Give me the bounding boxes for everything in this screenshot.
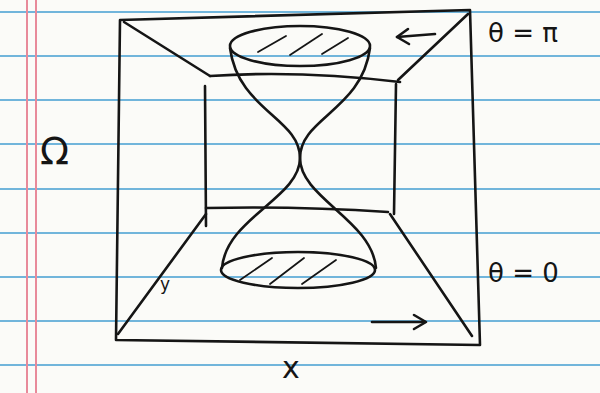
margin-lines — [27, 0, 36, 393]
axis-label: x — [282, 353, 300, 383]
omega-label: Ω — [40, 132, 69, 170]
axis-label: y — [160, 276, 170, 293]
ruled-lines — [0, 12, 600, 365]
hourglass-figure — [116, 10, 480, 345]
theta-label: θ = 0 — [488, 260, 559, 286]
theta-label: θ = π — [488, 20, 558, 46]
